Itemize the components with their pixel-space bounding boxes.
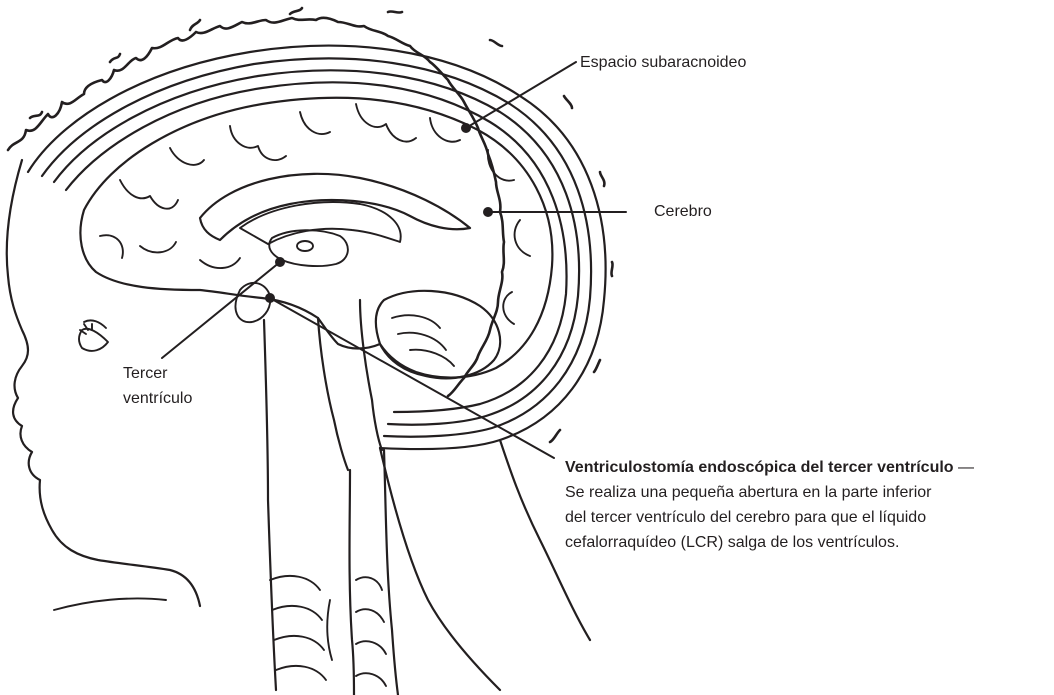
label-etv-heading: Ventriculostomía endoscópica del tercer …: [565, 455, 974, 480]
label-third-ventricle-line-1: Tercer: [123, 361, 192, 386]
marker-brain: [483, 207, 493, 217]
brain-outline: [80, 98, 552, 470]
skull-layers: [28, 46, 606, 690]
leader-lines: [162, 62, 626, 458]
label-brain: Cerebro: [654, 200, 712, 224]
hair-outline: [8, 8, 613, 442]
label-etv-description: Ventriculostomía endoscópica del tercer …: [565, 455, 974, 555]
marker-subarachnoid: [461, 123, 471, 133]
spinal-column: [264, 320, 398, 695]
label-third-ventricle-line-2: ventrículo: [123, 386, 192, 411]
leader-subarachnoid: [466, 62, 576, 128]
label-etv-line-1: Se realiza una pequeña abertura en la pa…: [565, 480, 974, 505]
marker-etv: [265, 293, 275, 303]
leader-third-ventricle: [162, 262, 280, 358]
marker-third-ventricle: [275, 257, 285, 267]
label-etv-line-2: del tercer ventrículo del cerebro para q…: [565, 505, 974, 530]
label-subarachnoid-space: Espacio subaracnoideo: [580, 51, 746, 75]
label-third-ventricle: Tercer ventrículo: [123, 361, 192, 411]
label-etv-dash: —: [954, 459, 974, 476]
label-etv-line-3: cefalorraquídeo (LCR) salga de los ventr…: [565, 530, 974, 555]
label-etv-title: Ventriculostomía endoscópica del tercer …: [565, 459, 954, 476]
